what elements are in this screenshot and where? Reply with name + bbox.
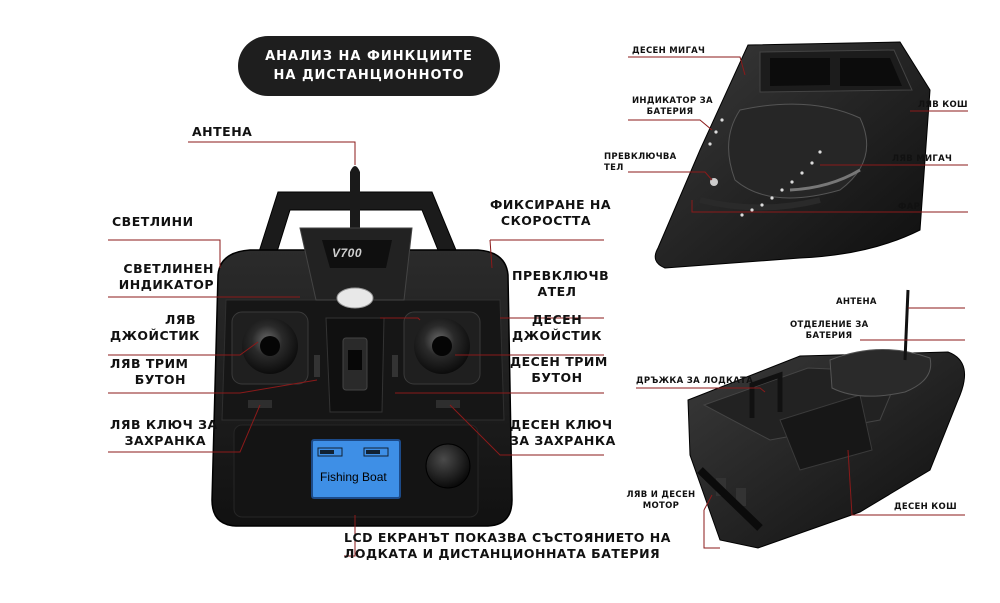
label-right-trim-2: БУТОН <box>531 370 583 385</box>
diagram-title: АНАЛИЗ НА ФИНКЦИИТЕ НА ДИСТАНЦИОННОТО <box>238 36 500 96</box>
right-power-key <box>436 400 460 408</box>
label-top-switch-1: ПРЕВКЛЮЧВА <box>604 152 677 162</box>
title-line-2: НА ДИСТАНЦИОННОТО <box>273 68 465 83</box>
label-lcd-2: ЛОДКАТА И ДИСТАНЦИОННАТА БАТЕРИЯ <box>344 546 661 561</box>
label-battery-indicator-2: БАТЕРИЯ <box>646 107 694 117</box>
label-right-bin: ДЕСЕН КОШ <box>894 502 957 512</box>
label-right-trim: ДЕСЕН ТРИМ БУТОН <box>510 354 608 386</box>
label-motors-2: МОТОР <box>642 501 680 511</box>
title-line-1: АНАЛИЗ НА ФИНКЦИИТЕ <box>265 49 473 64</box>
label-battery-indicator-1: ИНДИКАТОР ЗА <box>632 96 713 106</box>
label-boat-antenna: АНТЕНА <box>836 297 877 307</box>
label-right-key-1: ДЕСЕН КЛЮЧ <box>510 417 613 432</box>
label-lights: СВЕТЛИНИ <box>112 214 194 229</box>
label-right-trim-1: ДЕСЕН ТРИМ <box>510 354 608 369</box>
label-antenna: АНТЕНА <box>192 124 253 139</box>
label-battery-compartment: ОТДЕЛЕНИЕ ЗА БАТЕРИЯ <box>790 320 868 342</box>
label-lcd: LCD ЕКРАНЪТ ПОКАЗВА СЪСТОЯНИЕТО НА ЛОДКА… <box>344 530 671 562</box>
label-left-key-1: ЛЯВ КЛЮЧ ЗА <box>110 417 218 432</box>
label-right-joystick-1: ДЕСЕН <box>531 312 583 327</box>
label-battery-indicator: ИНДИКАТОР ЗА БАТЕРИЯ <box>632 96 713 118</box>
label-light-indicator-2: ИНДИКАТОР <box>118 277 214 292</box>
label-speed-lock-1: ФИКСИРАНЕ НА <box>490 197 612 212</box>
label-left-joystick-1: ЛЯВ <box>164 312 196 327</box>
label-switch: ПРЕВКЛЮЧВ АТЕЛ <box>512 268 610 300</box>
label-motors-1: ЛЯВ И ДЕСЕН <box>626 490 696 500</box>
remote-control <box>211 166 513 527</box>
label-left-key: ЛЯВ КЛЮЧ ЗА ЗАХРАНКА <box>110 417 218 449</box>
label-left-trim-2: БУТОН <box>134 372 186 387</box>
right-trim-button <box>392 355 398 377</box>
label-left-joystick-2: ДЖОЙСТИК <box>110 328 200 343</box>
label-light-indicator-1: СВЕТЛИНЕН <box>123 261 214 276</box>
label-left-trim-1: ЛЯВ ТРИМ <box>110 356 189 371</box>
label-battery-compartment-1: ОТДЕЛЕНИЕ ЗА <box>790 320 869 330</box>
boat-top-view <box>654 41 931 269</box>
label-switch-2: АТЕЛ <box>537 284 577 299</box>
label-right-key: ДЕСЕН КЛЮЧ ЗА ЗАХРАНКА <box>510 417 616 449</box>
label-left-signal: ЛЯВ МИГАЧ <box>892 154 953 164</box>
control-knob <box>425 443 471 489</box>
label-top-switch: ПРЕВКЛЮЧВА ТЕЛ <box>604 152 677 174</box>
remote-antenna <box>350 166 360 238</box>
boat-side-view <box>687 289 966 549</box>
label-right-key-2: ЗА ЗАХРАНКА <box>510 433 616 448</box>
label-lcd-1: LCD ЕКРАНЪТ ПОКАЗВА СЪСТОЯНИЕТО НА <box>344 530 671 545</box>
label-right-signal: ДЕСЕН МИГАЧ <box>632 46 706 56</box>
label-motors: ЛЯВ И ДЕСЕН МОТОР <box>624 490 698 512</box>
label-switch-1: ПРЕВКЛЮЧВ <box>512 268 610 283</box>
label-battery-compartment-2: БАТЕРИЯ <box>805 331 853 341</box>
label-speed-lock: ФИКСИРАНЕ НА СКОРОСТТА <box>490 197 612 229</box>
label-right-joystick-2: ДЖОЙСТИК <box>512 328 602 343</box>
leader-lines <box>108 56 968 557</box>
label-left-bin: ЛЯВ КОШ <box>918 100 968 110</box>
label-speed-lock-2: СКОРОСТТА <box>500 213 592 228</box>
left-trim-button <box>314 355 320 377</box>
label-top-switch-2: ТЕЛ <box>604 163 624 173</box>
lcd-screen <box>311 439 401 499</box>
left-power-key <box>248 400 272 408</box>
label-headlight: ФАР <box>898 202 921 212</box>
label-left-joystick: ЛЯВ ДЖОЙСТИК <box>110 312 200 344</box>
light-button <box>336 287 374 309</box>
remote-brand: V700 <box>332 246 363 260</box>
label-boat-handle: ДРЪЖКА ЗА ЛОДКАТА <box>636 376 754 386</box>
label-light-indicator: СВЕТЛИНЕН ИНДИКАТОР <box>110 261 214 293</box>
label-left-trim: ЛЯВ ТРИМ БУТОН <box>110 356 189 388</box>
label-left-key-2: ЗАХРАНКА <box>124 433 206 448</box>
label-right-joystick: ДЕСЕН ДЖОЙСТИК <box>512 312 602 344</box>
lcd-text: Fishing Boat <box>320 470 387 484</box>
